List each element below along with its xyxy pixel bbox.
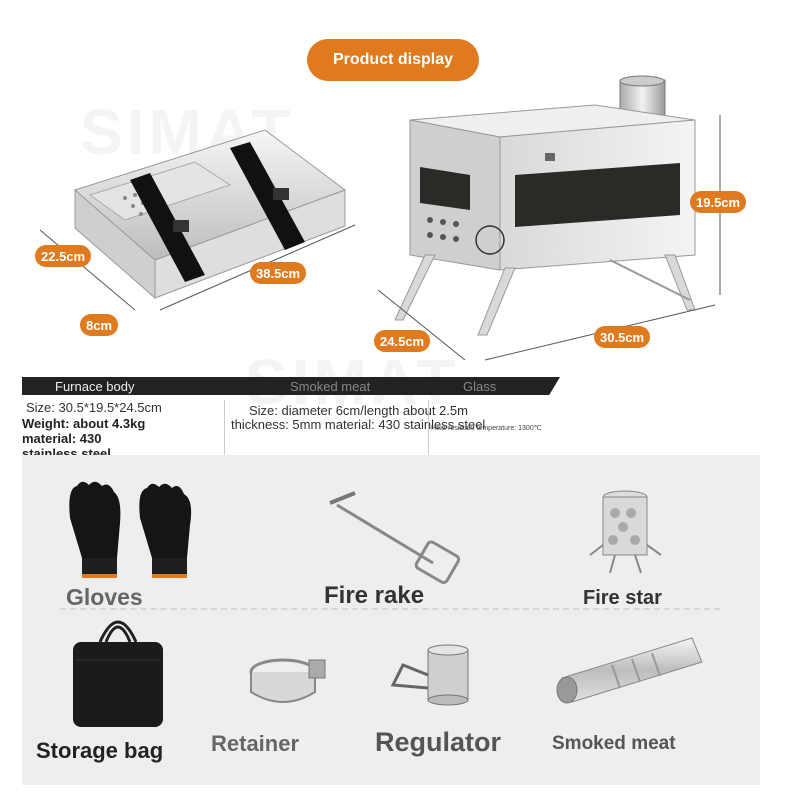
furnace-weight: Weight: about 4.3kg: [22, 416, 146, 431]
dim-folded-width: 22.5cm: [35, 245, 92, 267]
spec-label-furnace: Furnace body: [55, 379, 135, 394]
glass-temp: Heat-resistant temperature: 1300℃: [431, 425, 542, 432]
gloves-image: [69, 481, 192, 578]
label-regulator: Regulator: [375, 727, 502, 757]
spec-bar: [22, 377, 560, 395]
dim-stove-depth: 24.5cm: [374, 330, 431, 352]
dim-folded-length: 38.5cm: [250, 262, 307, 284]
furnace-material-1: material: 430: [22, 431, 102, 446]
smoked-meat-pipe-image: [556, 637, 703, 704]
label-retainer: Retainer: [211, 731, 300, 756]
smoked-thickness: thickness: 5mm material: 430 stainless s…: [231, 417, 486, 432]
spec-divider-2: [428, 400, 429, 455]
storage-bag-image: [73, 620, 163, 727]
folded-stove-image: [74, 129, 347, 300]
smoked-size: Size: diameter 6cm/length about 2.5m: [249, 403, 468, 418]
panel-divider: [60, 608, 720, 610]
label-fire-star: Fire star: [583, 587, 662, 609]
retainer-image: [249, 658, 326, 703]
dim-stove-height: 19.5cm: [690, 191, 747, 213]
spec-divider-1: [224, 400, 225, 455]
assembled-dimension-lines: [377, 115, 721, 361]
label-fire-rake: Fire rake: [324, 582, 425, 609]
spec-label-glass: Glass: [463, 379, 497, 394]
label-storage-bag: Storage bag: [36, 738, 164, 763]
dim-folded-height: 8cm: [80, 314, 119, 336]
label-gloves: Gloves: [66, 584, 143, 610]
label-smoked-meat: Smoked meat: [552, 733, 676, 754]
dim-stove-length: 30.5cm: [594, 326, 651, 348]
product-display-title: Product display: [307, 39, 479, 81]
furnace-size: Size: 30.5*19.5*24.5cm: [26, 400, 162, 415]
fire-rake-image: [329, 491, 461, 585]
fire-star-image: [589, 490, 662, 574]
regulator-image: [390, 644, 469, 706]
assembled-stove-image: [395, 75, 696, 336]
spec-label-smoked: Smoked meat: [290, 379, 371, 394]
folded-dimension-lines: [39, 224, 356, 311]
